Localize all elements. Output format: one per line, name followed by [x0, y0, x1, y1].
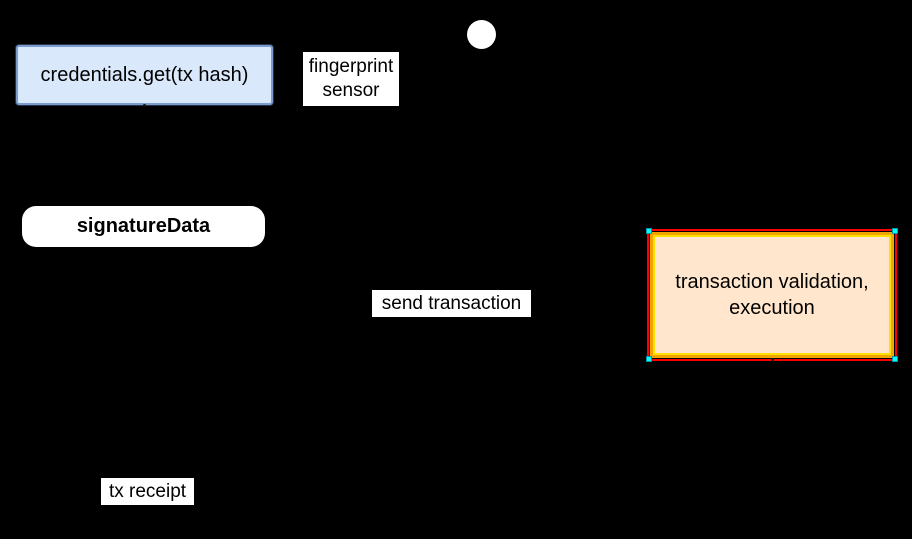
node-credentials-get-label: credentials.get(tx hash)	[40, 63, 249, 86]
label-send-transaction[interactable]: send transaction	[372, 290, 531, 317]
label-tx-receipt-text: tx receipt	[108, 480, 187, 502]
actor-head-icon[interactable]	[467, 20, 496, 49]
resize-handle-top-left[interactable]	[646, 228, 652, 234]
resize-handle-bottom-left[interactable]	[646, 356, 652, 362]
label-tx-receipt[interactable]: tx receipt	[101, 478, 194, 505]
anchor-dot-transaction-validation-bottom	[771, 358, 774, 361]
node-signature-data-label: signatureData	[76, 215, 211, 237]
node-transaction-validation[interactable]: transaction validation, execution	[646, 228, 898, 362]
node-credentials-get[interactable]: credentials.get(tx hash)	[16, 45, 273, 105]
label-fingerprint-sensor-text: fingerprint sensor	[308, 55, 394, 101]
resize-handle-bottom-right[interactable]	[892, 356, 898, 362]
node-transaction-validation-label: transaction validation, execution	[675, 271, 869, 319]
label-fingerprint-sensor[interactable]: fingerprint sensor	[303, 52, 399, 106]
anchor-dot-credentials-get-bottom	[143, 104, 146, 107]
label-send-transaction-text: send transaction	[381, 292, 522, 314]
resize-handle-top-right[interactable]	[892, 228, 898, 234]
node-signature-data[interactable]: signatureData	[22, 206, 265, 247]
